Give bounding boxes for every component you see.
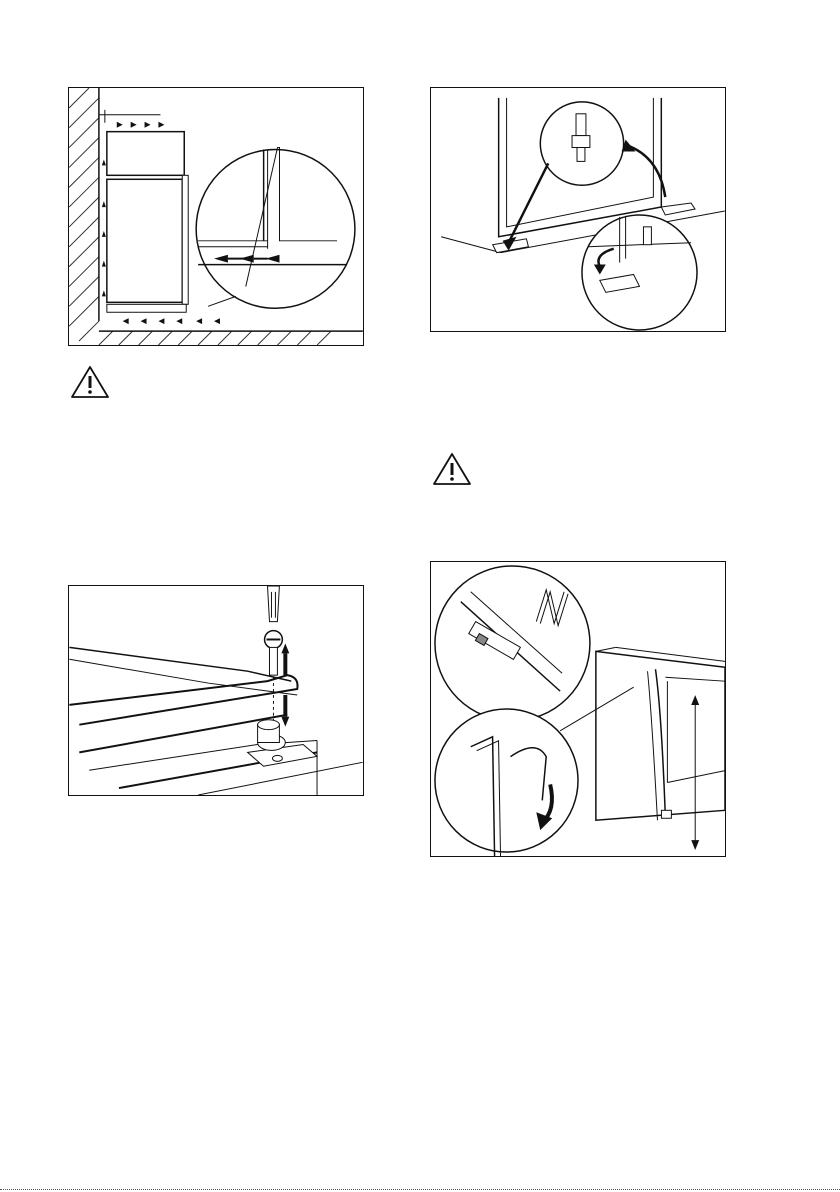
hinge-pin-screw-figure [68,585,364,796]
warning-triangle-icon [70,365,110,399]
page-bottom-rule [0,1189,840,1190]
gasket-trim-figure [430,561,726,857]
door-hinge-swap-figure [430,87,726,332]
ventilation-clearance-figure [68,87,364,346]
hinge-pin-diagram [69,586,363,795]
warning-triangle-icon [432,452,472,486]
hinge-diagram [431,88,725,331]
gasket-cutting-diagram [431,562,725,856]
ventilation-diagram [69,88,363,345]
